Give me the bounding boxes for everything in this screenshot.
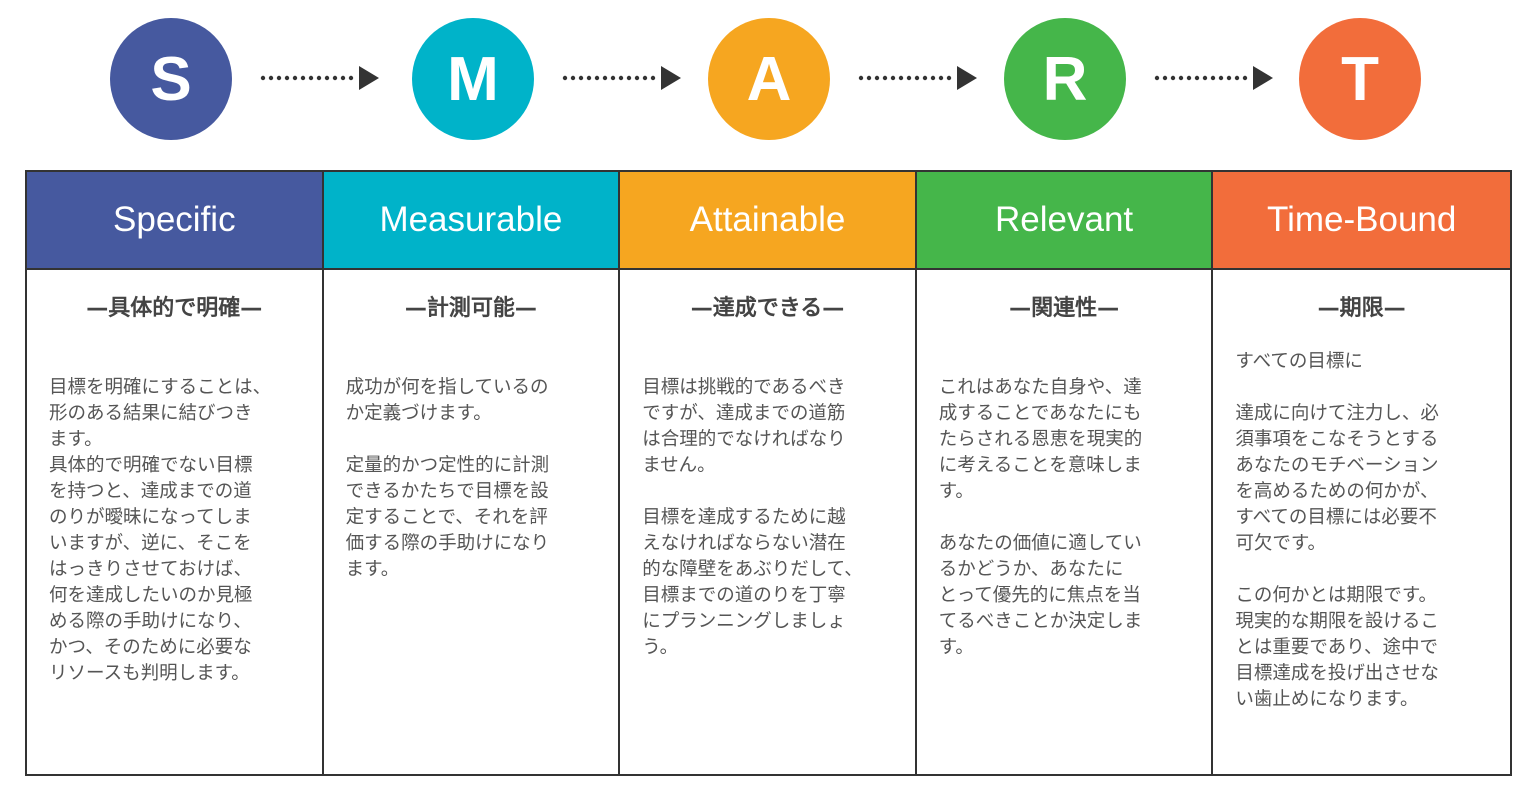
smart-table: Specific—具体的で明確—目標を明確にすることは、形のある結果に結びつきま… — [25, 170, 1512, 776]
column-description: 目標は挑戦的であるべきですが、達成までの道筋は合理的でなければなりません。目標を… — [642, 375, 905, 661]
description-line: める際の手助けになり、 — [49, 611, 252, 632]
column-subtitle: —達成できる— — [690, 296, 845, 321]
description-line: これはあなた自身や、達 — [938, 377, 1142, 398]
column-header: Measurable — [323, 172, 619, 270]
description-line — [1235, 557, 1500, 583]
description-line: リソースも判明します。 — [49, 663, 250, 684]
description-line: とって優先的に焦点を当 — [938, 585, 1141, 606]
description-line: とは重要であり、途中で — [1235, 637, 1438, 658]
description-line: ます。 — [345, 559, 400, 580]
description-line: 定量的かつ定性的に計測 — [345, 455, 550, 476]
column-description: すべての目標に達成に向けて注力し、必須事項をこなそうとするあなたのモチベーション… — [1235, 349, 1500, 713]
description-line: ません。 — [642, 455, 716, 476]
description-line: 達成に向けて注力し、必 — [1235, 403, 1439, 424]
description-line: を高めるための何かが、 — [1235, 481, 1439, 502]
description-line: るかどうか、あなたに — [938, 559, 1124, 580]
letter-circle-s: S — [110, 18, 232, 140]
letter-circle-a: A — [708, 18, 830, 140]
description-line: 目標達成を投げ出させな — [1235, 663, 1439, 684]
description-line: う。 — [642, 637, 679, 658]
description-line: 定することで、それを評 — [345, 507, 548, 528]
description-line: ですが、達成までの道筋 — [642, 403, 846, 424]
description-line: 的な障壁をあぶりだして、 — [642, 559, 863, 580]
description-line: 成することであなたにも — [938, 403, 1142, 424]
column-relevant: Relevant —関連性— これはあなた自身や、達成することであなたにもたらされる… — [916, 172, 1214, 774]
description-line: できるかたちで目標を設 — [345, 481, 549, 502]
description-line: い歯止めになります。 — [1235, 689, 1419, 710]
column-description: 成功が何を指しているのか定義づけます。定量的かつ定性的に計測できるかたちで目標を… — [346, 375, 609, 583]
column-time-bound: Time-Bound —期限— すべての目標に達成に向けて注力し、必須事項をこなそう… — [1213, 172, 1510, 774]
column-subtitle: —関連性— — [1009, 296, 1120, 321]
column-attainable: Attainable —達成できる— 目標は挑戦的であるべきですが、達成までの道筋は… — [620, 172, 917, 774]
description-line: 可欠です。 — [1235, 533, 1327, 554]
description-line: てるべきことか決定しま — [938, 611, 1143, 632]
description-line: は合理的でなければなり — [642, 429, 846, 450]
description-line: あなたの価値に適してい — [938, 533, 1142, 554]
description-line: 目標を明確にすることは、 — [49, 377, 272, 398]
column-description: これはあなた自身や、達成することであなたにもたらされる恩恵を現実的に考えることを… — [939, 375, 1202, 661]
description-line: 形のある結果に結びつき — [49, 403, 253, 424]
description-line: 須事項をこなそうとする — [1235, 429, 1439, 450]
description-line: にプランニングしましょ — [642, 611, 846, 632]
description-line: この何かとは期限です。 — [1235, 585, 1438, 606]
column-description: 目標を明確にすることは、形のある結果に結びつきます。具体的で明確でない目標を持つ… — [49, 375, 312, 687]
dotted-arrow-icon — [562, 66, 681, 90]
description-line — [642, 479, 905, 505]
description-line: すべての目標に — [1235, 351, 1363, 372]
column-subtitle: —計測可能— — [404, 296, 537, 321]
dotted-arrow-icon — [1154, 66, 1273, 90]
column-subtitle: —期限— — [1317, 296, 1406, 321]
column-specific: Specific —具体的で明確— 目標を明確にすることは、形のある結果に結びつきま… — [27, 172, 324, 774]
description-line: に考えることを意味しま — [938, 455, 1142, 476]
letter-circle-m: M — [412, 18, 534, 140]
description-line: 具体的で明確でない目標 — [49, 455, 253, 476]
description-line: かつ、そのために必要な — [49, 637, 252, 658]
column-header: Specific — [27, 172, 322, 270]
description-line — [939, 505, 1202, 531]
dotted-arrow-icon — [260, 66, 379, 90]
description-line: 何を達成したいのか見極 — [49, 585, 253, 606]
description-line: か定義づけます。 — [345, 403, 492, 424]
description-line: たらされる恩恵を現実的 — [938, 429, 1143, 450]
description-line: す。 — [938, 637, 974, 658]
letter-circle-t: T — [1299, 18, 1421, 140]
description-line: いますが、逆に、そこを — [49, 533, 252, 554]
column-subtitle: —具体的で明確— — [86, 296, 263, 321]
description-line: すべての目標には必要不 — [1235, 507, 1437, 528]
description-line — [346, 427, 609, 453]
column-header: Attainable — [620, 172, 915, 270]
description-line: 目標は挑戦的であるべき — [642, 377, 846, 398]
description-line: はっきりさせておけば、 — [49, 559, 252, 580]
description-line: 現実的な期限を設けるこ — [1235, 611, 1439, 632]
column-header: Relevant — [916, 172, 1212, 270]
dotted-arrow-icon — [858, 66, 977, 90]
description-line: ます。 — [49, 429, 103, 450]
column-measurable: Measurable —計測可能— 成功が何を指しているのか定義づけます。定量的かつ… — [323, 172, 621, 774]
column-header: Time-Bound — [1213, 172, 1510, 270]
description-line: 成功が何を指しているの — [345, 377, 549, 398]
description-line: す。 — [938, 481, 974, 502]
description-line: のりが曖昧になってしま — [49, 507, 252, 528]
description-line: 価する際の手助けになり — [345, 533, 550, 554]
description-line: 目標を達成するために越 — [642, 507, 846, 528]
description-line — [1235, 375, 1500, 401]
description-line: あなたのモチベーション — [1235, 455, 1439, 476]
description-line: を持つと、達成までの道 — [49, 481, 252, 502]
letter-circle-r: R — [1004, 18, 1126, 140]
description-line: 目標までの道のりを丁寧 — [642, 585, 846, 606]
description-line: えなければならない潜在 — [642, 533, 846, 554]
